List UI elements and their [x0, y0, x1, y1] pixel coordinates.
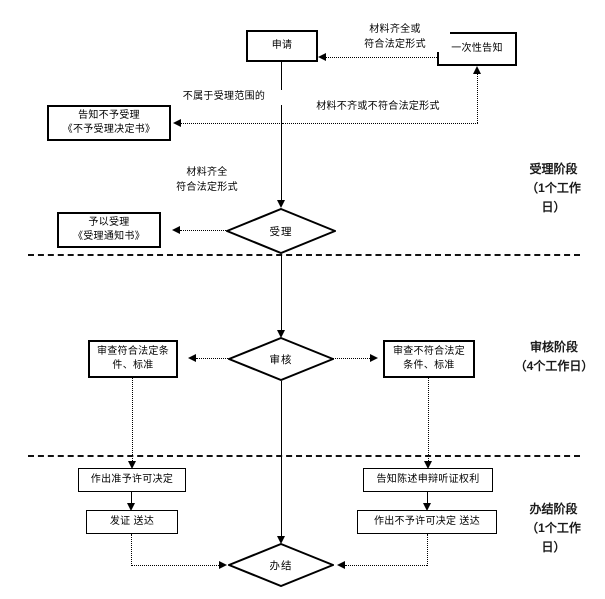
node-review[interactable]: 审核: [228, 337, 334, 381]
arrowhead-review-to-noncompliant: [370, 353, 378, 362]
arrowhead-noncompliant-to-tell-rights: [424, 461, 432, 469]
node-notify-statement-rights[interactable]: 告知陈述申辩听证权利: [363, 468, 493, 492]
arrowhead-onetime-to-apply: [318, 52, 326, 61]
connector-permit-yes-to-issue: [131, 492, 132, 508]
arrowhead-apply-to-accept: [277, 200, 285, 208]
arrowhead-rights-to-permit-no: [423, 503, 431, 511]
connector-noncompliant-down: [428, 378, 429, 465]
arrowhead-accept-to-approved: [172, 225, 180, 234]
node-apply-label: 申请: [271, 39, 293, 51]
connector-accept-to-approved: [180, 230, 240, 231]
node-issue-and-deliver-label: 发证 送达: [109, 515, 155, 527]
connector-review-stem-down: [281, 381, 282, 541]
arrowhead-permit-yes-to-issue: [127, 503, 135, 511]
arrowhead-accept-to-review: [277, 330, 285, 338]
stage-label-review: 审核阶段 （4个工作日）: [514, 340, 594, 374]
node-review-noncompliant-label: 审查不符合法定 条件、标准: [392, 345, 466, 372]
node-apply[interactable]: 申请: [246, 30, 318, 62]
node-accept-label: 受理: [269, 225, 293, 238]
node-review-compliant-label: 审查符合法定条 件、标准: [96, 345, 170, 372]
node-accept-approved[interactable]: 予以受理 《受理通知书》: [57, 212, 161, 248]
connector-apply-to-notify-deny: [181, 123, 282, 124]
node-done[interactable]: 办结: [228, 543, 334, 587]
stage-separator-acceptance-review: [28, 254, 580, 256]
connector-apply-to-onetime-vertical: [477, 74, 478, 123]
arrowhead-review-to-compliant: [188, 353, 196, 362]
node-one-time-notice-label: 一次性告知: [451, 42, 503, 54]
stage-label-acceptance: 受理阶段 （1个工作 日）: [526, 162, 581, 215]
node-accept-approved-label: 予以受理 《受理通知书》: [72, 216, 146, 243]
node-review-label: 审核: [269, 353, 293, 366]
connector-issue-down: [131, 534, 132, 566]
connector-apply-to-onetime-horizontal: [282, 123, 478, 124]
edge-label-materials-complete-legal: 材料齐全 符合法定形式: [152, 166, 262, 195]
edge-label-out-of-scope: 不属于受理范围的: [164, 90, 284, 105]
arrowhead-review-stem-to-done: [277, 536, 285, 544]
connector-compliant-down: [132, 378, 133, 465]
connector-rights-to-permit-no: [427, 492, 428, 508]
edge-label-materials-incomplete: 材料不齐或不符合法定形式: [298, 100, 458, 115]
node-issue-and-deliver[interactable]: 发证 送达: [86, 510, 178, 534]
node-notify-statement-rights-label: 告知陈述申辩听证权利: [376, 473, 480, 485]
connector-deny-to-done: [345, 565, 427, 566]
node-grant-permit-decision-label: 作出准予许可决定: [90, 473, 174, 485]
node-one-time-notice[interactable]: 一次性告知: [437, 32, 517, 66]
accept-diamond-shape: [226, 208, 336, 254]
node-accept[interactable]: 受理: [226, 208, 336, 254]
node-done-label: 办结: [269, 559, 293, 572]
node-deny-permit-deliver[interactable]: 作出不予许可决定 送达: [357, 510, 497, 534]
edge-label-materials-complete-or-legal: 材料齐全或 符合法定形式: [340, 23, 450, 52]
connector-accept-to-review: [281, 254, 282, 334]
node-review-compliant[interactable]: 审查符合法定条 件、标准: [88, 340, 178, 378]
stage-label-completion: 办结阶段 （1个工作 日）: [526, 502, 581, 555]
arrowhead-apply-to-notify-deny: [173, 118, 181, 127]
arrowhead-compliant-to-permit-yes: [128, 461, 136, 469]
connector-issue-to-done: [131, 565, 219, 566]
node-notify-not-accepted[interactable]: 告知不予受理 《不予受理决定书》: [47, 105, 171, 141]
arrowhead-issue-to-done: [219, 560, 227, 569]
review-diamond-shape: [228, 337, 334, 381]
node-notify-not-accepted-label: 告知不予受理 《不予受理决定书》: [62, 109, 156, 136]
connector-deny-down: [427, 534, 428, 566]
arrowhead-deny-to-done: [337, 560, 345, 569]
node-deny-permit-deliver-label: 作出不予许可决定 送达: [373, 515, 481, 527]
connector-review-to-compliant: [196, 358, 240, 359]
node-grant-permit-decision[interactable]: 作出准予许可决定: [78, 468, 186, 492]
node-review-noncompliant[interactable]: 审查不符合法定 条件、标准: [383, 340, 475, 378]
done-diamond-shape: [228, 543, 334, 587]
connector-review-to-noncompliant: [326, 358, 370, 359]
connector-apply-stem: [281, 62, 282, 205]
stage-separator-review-completion: [28, 455, 580, 457]
arrowhead-apply-to-onetime: [472, 66, 481, 74]
connector-onetime-to-apply: [326, 57, 437, 58]
